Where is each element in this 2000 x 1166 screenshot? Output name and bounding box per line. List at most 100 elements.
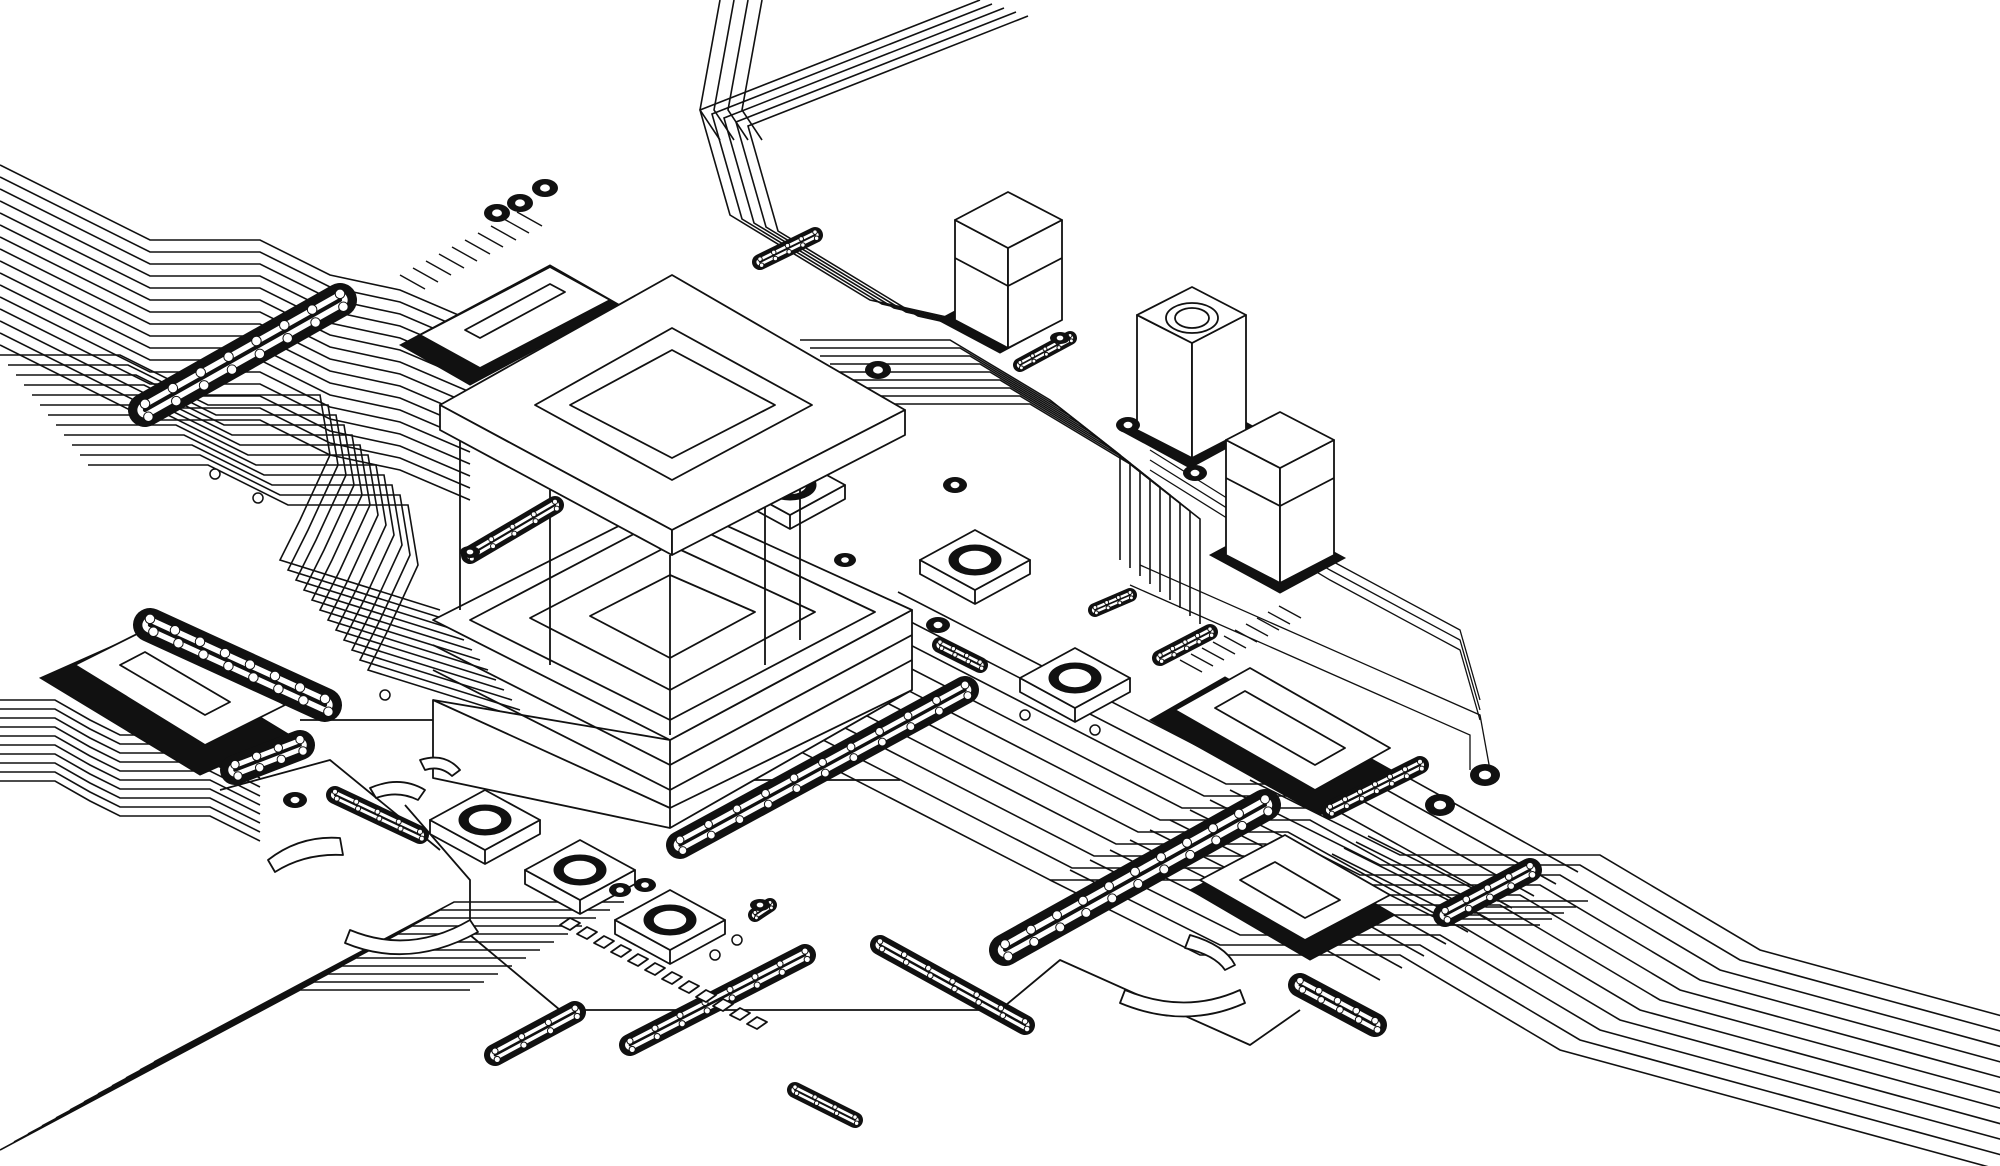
via-pad [460,546,480,558]
trace-line [741,0,763,141]
trace-line [723,7,1005,329]
rect-chip-top [398,264,622,386]
vent-slot [576,926,598,940]
square-pad [614,889,726,965]
vent-slot [464,239,491,255]
trace-line [1249,779,2000,1017]
trace-line [27,973,498,1135]
via-pad [1116,417,1140,433]
via-pad [750,899,770,911]
trace-line [48,414,489,671]
trace-bundle-top [699,0,1029,337]
via-pad [484,204,510,222]
vent-slot [729,1007,751,1021]
trace-line [72,444,513,701]
trace-line [0,780,261,842]
trace-line [1355,841,1576,908]
small-hole [379,689,391,701]
vent-slot [1212,641,1236,655]
vent-slot [746,1016,768,1030]
vent-slot [593,935,615,949]
via-pad [943,477,967,493]
vent-slot [1267,611,1291,625]
square-pad [524,839,636,915]
vent-slot [477,232,504,248]
trace-line [0,164,471,321]
vent-slot [451,246,478,262]
vent-slot [425,260,452,276]
tall-block-1 [936,191,1064,354]
trace-line [0,744,261,806]
trace-line [80,454,521,711]
trace-line [32,394,473,651]
square-pad [1019,647,1131,723]
trace-line [24,384,465,641]
trace-line [0,344,471,501]
trace-line [1149,459,1481,711]
trace-bundle-bottom-left [0,901,624,1151]
connector-bar [128,283,357,427]
vent-slot [712,998,734,1012]
small-hole [252,492,264,504]
trace-line [0,320,471,477]
square-pad [429,789,541,865]
connector-bar [752,227,823,270]
trace-line [13,981,484,1143]
trace-line [713,0,735,141]
vent-slot [678,980,700,994]
vent-slot [661,971,683,985]
trace-line [699,0,721,141]
trace-line [0,176,471,333]
via-pad [532,179,558,197]
vent-slot [490,225,517,241]
trace-line [0,260,471,417]
trace-bundle-top-left [0,164,471,501]
via-pad [507,194,533,212]
trace-line [8,364,449,621]
cpu-chip [432,274,913,829]
vent-slot [1179,659,1203,673]
trace-line [40,404,481,661]
small-hole [731,934,743,946]
connector-bar [932,637,988,673]
vent-strip [399,211,1302,1030]
trace-line [0,735,261,797]
vent-slot [1245,623,1269,637]
tall-block-3 [1208,411,1347,594]
trace-line [840,371,1161,592]
vent-slot [1234,629,1258,643]
vent-slot [1278,605,1302,619]
trace-line [0,296,471,453]
vent-slot [610,944,632,958]
square-pad [919,529,1031,605]
trace-line [1367,835,1588,902]
vent-slot [1201,647,1225,661]
via-pad [834,553,856,567]
vent-slot [627,953,649,967]
trace-line [0,753,261,815]
trace-line [0,354,441,611]
small-hole [709,949,721,961]
connector-bar [787,1082,863,1128]
trace-line [0,200,471,357]
via-pad [1470,764,1500,786]
small-hole [209,468,221,480]
trace-line [830,363,1151,584]
trace-line [0,272,471,429]
vent-slot [516,211,543,227]
trace-line [699,0,981,321]
connector-bar [1433,858,1542,927]
vent-slot [503,218,530,234]
via-pad [634,878,656,892]
rect-chip-bottom-right [1188,834,1397,961]
trace-line [1229,789,2000,1032]
trace-line [711,3,993,325]
trace-line [0,188,471,345]
trace-line [860,387,1181,608]
vent-slot [438,253,465,269]
trace-line [0,762,261,824]
trace-line [1049,879,1989,1166]
connector-bar [1321,756,1429,819]
connector-bar [666,676,979,859]
trace-line [88,464,529,721]
